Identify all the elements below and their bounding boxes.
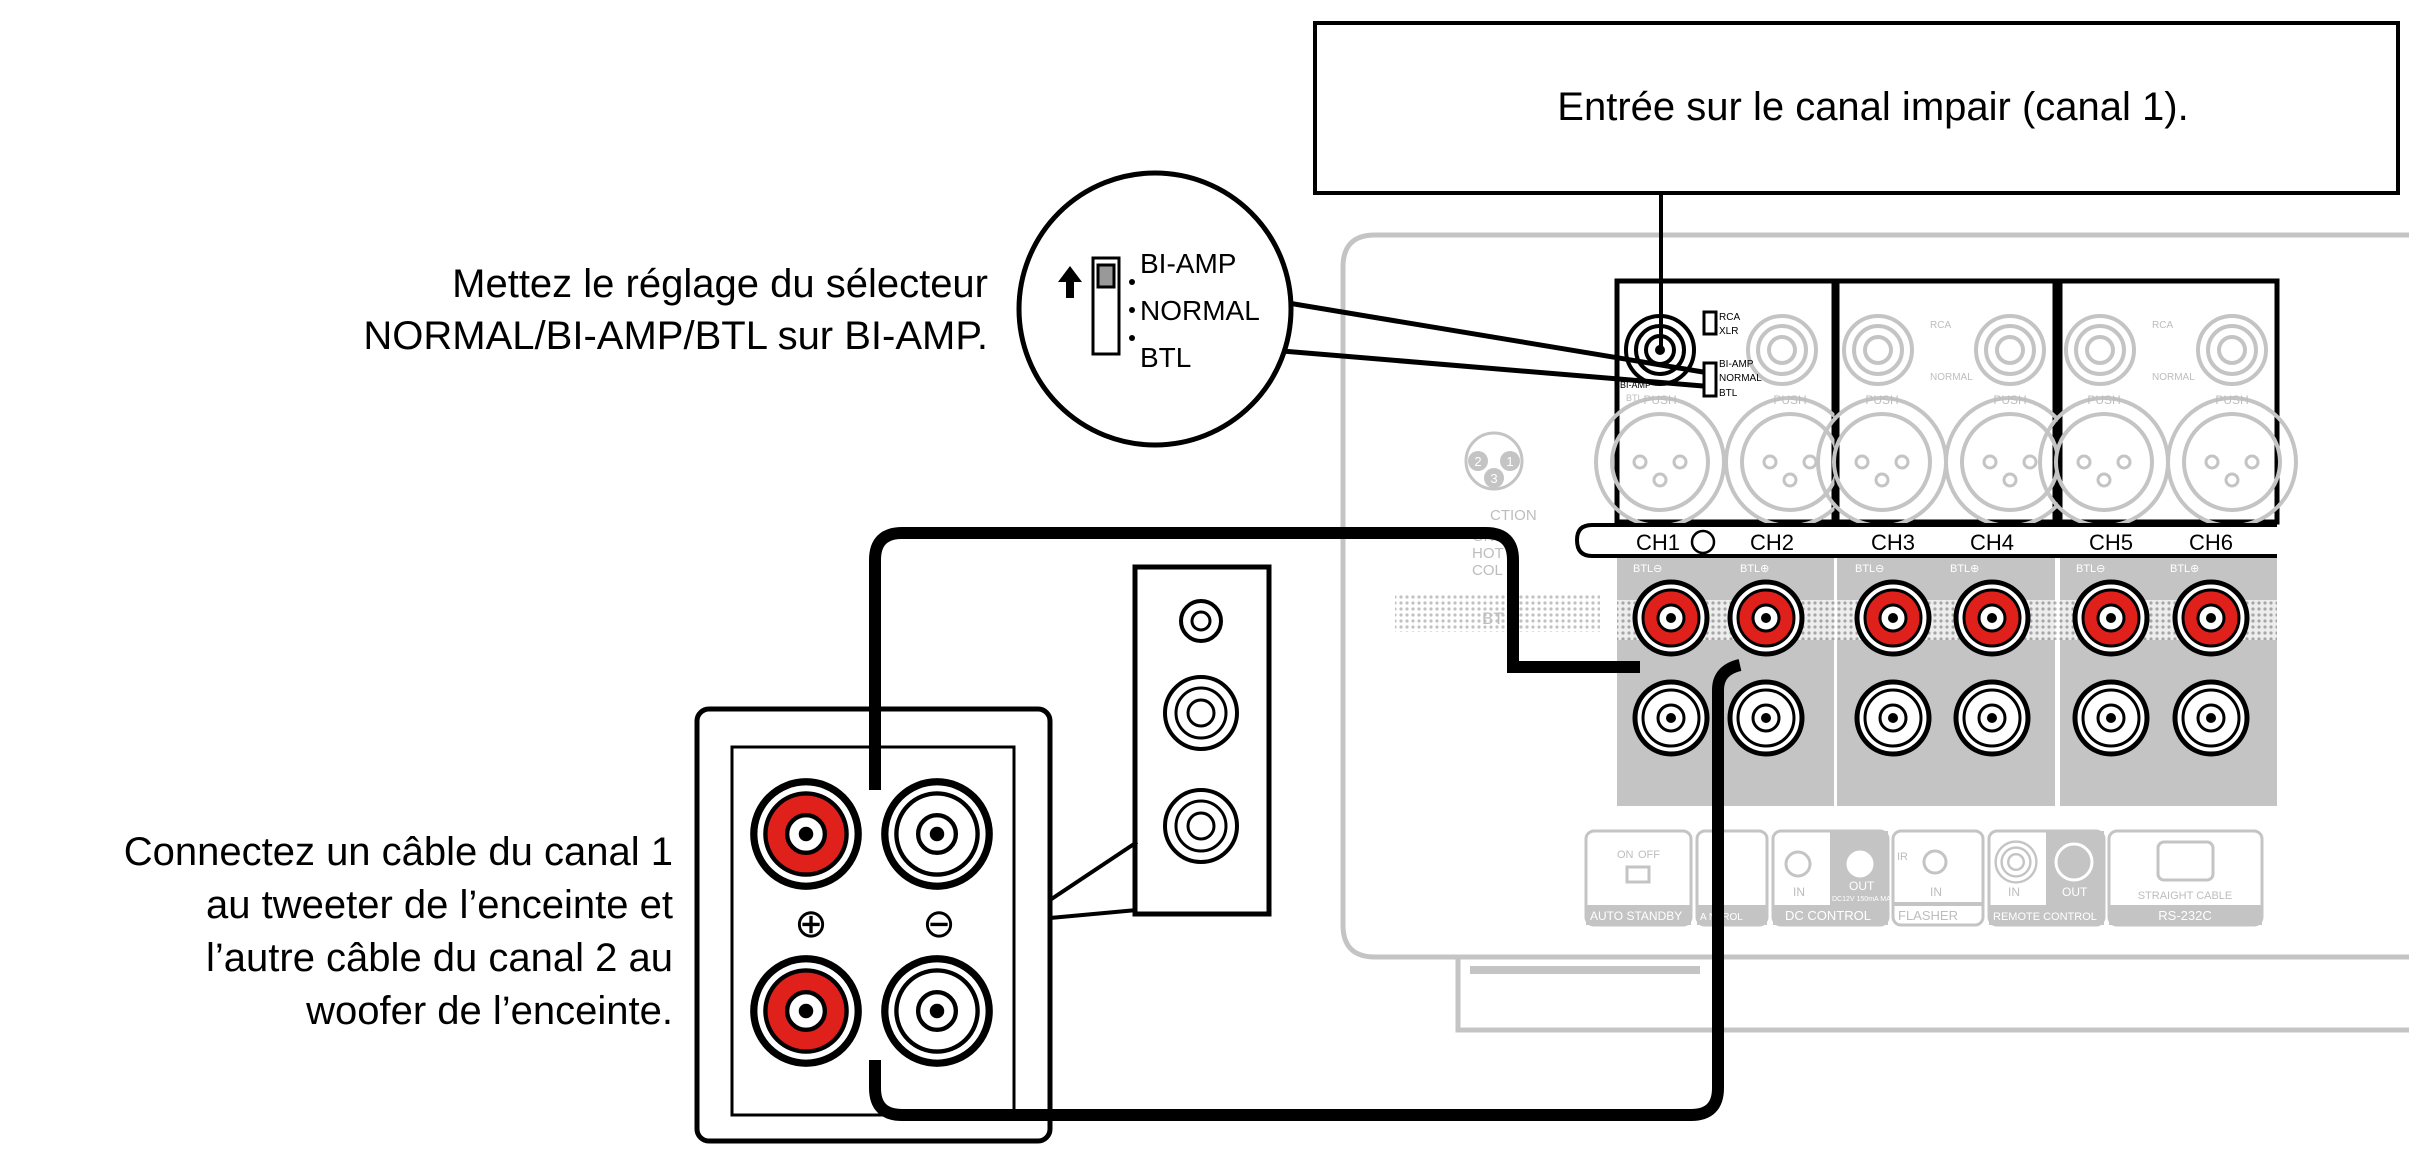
rc-out-label: OUT	[2062, 885, 2088, 899]
btl-plus-label: BTL⊕	[2170, 563, 2199, 575]
speaker-terminals: BTL⊖ BTL⊕ BTL⊖ BTL⊕ BTL⊖ BTL⊕	[1617, 558, 2277, 806]
flasher-in-label: IN	[1930, 885, 1942, 899]
speaker-instruction-line: woofer de l’enceinte.	[305, 989, 673, 1033]
ir-label: IR	[1897, 851, 1908, 863]
speaker-instruction-line: l’autre câble du canal 2 au	[206, 936, 673, 980]
selector-instruction-line: NORMAL/BI-AMP/BTL sur BI-AMP.	[363, 314, 988, 358]
off-label: OFF	[1638, 849, 1660, 861]
rs232c-port	[2156, 840, 2215, 882]
btl-minus-label: BTL⊖	[2076, 563, 2105, 575]
auto-standby-label: AUTO STANDBY	[1590, 909, 1682, 923]
input-callout: Entrée sur le canal impair (canal 1).	[1313, 21, 2400, 352]
channel-label-ch4: CH4	[1970, 530, 2014, 555]
btl-plus-label: BTL⊕	[1740, 563, 1769, 575]
xlr-section-title: CTION	[1490, 507, 1537, 524]
speaker-instruction-line: Connectez un câble du canal 1	[124, 830, 673, 874]
rca-label: RCA	[1930, 320, 1951, 331]
btl-minus-label: BTL⊖	[1855, 563, 1884, 575]
input-module-ch3-ch4: RCA NORMAL PUSH PUSH	[1816, 278, 2076, 528]
arrow-up-icon	[1058, 266, 1082, 298]
on-label: ON	[1617, 849, 1634, 861]
ch1-plus-terminal	[1635, 582, 1707, 654]
push-label: PUSH	[1993, 393, 2026, 407]
channel-label-ch6: CH6	[2189, 530, 2233, 555]
channel-label-ch5: CH5	[2089, 530, 2133, 555]
speaker-instruction: Connectez un câble du canal 1 au tweeter…	[124, 830, 673, 1033]
xlr-cold-label: COL	[1472, 562, 1503, 579]
input-module-ch5-ch6: RCA NORMAL PUSH PUSH	[2038, 278, 2298, 528]
dc-in-label: IN	[1793, 885, 1805, 899]
pin-label: 3	[1490, 471, 1497, 486]
xlr-label: XLR	[1719, 326, 1738, 337]
ground-icon	[1690, 529, 1716, 555]
btl-plus-label: BTL⊕	[1950, 563, 1979, 575]
push-label: PUSH	[1643, 393, 1676, 407]
ch2-cable	[869, 659, 1742, 1121]
dc-out-label: OUT	[1849, 879, 1875, 893]
btl-side-label: BTL	[1626, 393, 1643, 403]
xlr-pin-diagram: 2 1 3	[1464, 431, 1524, 491]
ch2-plus-terminal	[1730, 582, 1802, 654]
selector-instruction-line: Mettez le réglage du sélecteur	[452, 262, 988, 306]
channel-label-ch2: CH2	[1750, 530, 1794, 555]
push-label: PUSH	[2215, 393, 2248, 407]
normal-label: NORMAL	[1930, 372, 1973, 383]
remote-control-label: REMOTE CONTROL	[1993, 911, 2097, 923]
speaker-terminal-panel: ⊕ ⊖	[694, 564, 1272, 1144]
bi-amp-side-label: BI-AMP	[1620, 380, 1651, 390]
auto-standby-switch[interactable]	[1625, 865, 1651, 884]
channel-label-ch1: CH1	[1636, 530, 1680, 555]
speaker-instruction-line: au tweeter de l’enceinte et	[206, 883, 673, 927]
selector-callout: BI-AMP NORMAL BTL Mettez le réglage du s…	[363, 170, 1704, 448]
btl-option: BTL	[1140, 342, 1191, 373]
pin-label: 2	[1474, 454, 1481, 469]
dc-control-label: DC CONTROL	[1785, 908, 1871, 923]
channel-labels: CH1 CH2 CH3 CH4 CH5 CH6	[1636, 529, 2233, 555]
pin-label: 1	[1506, 454, 1513, 469]
ch2-minus-terminal	[1730, 682, 1802, 754]
normal-label: NORMAL	[1719, 373, 1762, 384]
push-label: PUSH	[1773, 393, 1806, 407]
normal-label: NORMAL	[2152, 372, 2195, 383]
flasher-label: FLASHER	[1898, 908, 1958, 923]
btl-label: BTL	[1719, 388, 1738, 399]
btl-label: BT	[1482, 609, 1504, 628]
rca-label: RCA	[1719, 312, 1740, 323]
bi-amp-option: BI-AMP	[1140, 248, 1236, 279]
speaker-plus-label: ⊕	[794, 902, 828, 946]
bi-amp-label: BI-AMP	[1719, 359, 1754, 370]
ch1-minus-terminal	[1635, 682, 1707, 754]
rs232c-label: RS-232C	[2158, 908, 2211, 923]
push-label: PUSH	[2087, 393, 2120, 407]
straight-cable-label: STRAIGHT CABLE	[2138, 890, 2233, 902]
push-label: PUSH	[1865, 393, 1898, 407]
btl-minus-label: BTL⊖	[1633, 563, 1662, 575]
xlr-hot-label: HOT	[1472, 545, 1504, 562]
ch1-cable	[869, 527, 1640, 790]
amplifier-rear-panel: 2 1 3 CTION GN HOT COL BT RCA XLR BI-AMP…	[1340, 232, 2409, 1033]
control-connectors: AUTO STANDBY ON OFF A NTROL IN OUT DC12V…	[1584, 829, 2264, 927]
input-callout-text: Entrée sur le canal impair (canal 1).	[1557, 85, 2188, 129]
input-module-ch1-ch2: RCA XLR BI-AMP NORMAL BTL BI-AMP BTL PUS…	[1594, 278, 1856, 528]
channel-label-ch3: CH3	[1871, 530, 1915, 555]
normal-option: NORMAL	[1140, 295, 1260, 326]
speaker-minus-label: ⊖	[922, 902, 956, 946]
dc-spec-label: DC12V 150mA MAX.	[1832, 896, 1897, 903]
rca-label: RCA	[2152, 320, 2173, 331]
rc-in-label: IN	[2008, 885, 2020, 899]
